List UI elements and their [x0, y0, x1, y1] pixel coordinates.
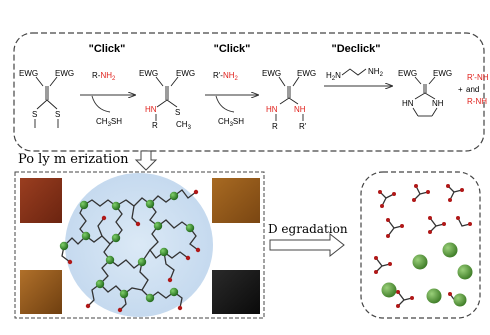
byproduct1-ch: CH [96, 117, 108, 126]
released-amines: R'-NH + and R-NH [458, 73, 489, 106]
molecule-1: EWG EWG S S [19, 69, 74, 128]
molecule-3: EWG EWG HN NH R R' [262, 69, 316, 131]
svg-text:NH: NH [432, 99, 444, 108]
svg-text:NH2: NH2 [368, 67, 384, 78]
right-arrow-icon [269, 232, 345, 258]
mol1-s-left: S [32, 110, 37, 119]
sample-swatch-amber [212, 178, 260, 223]
degraded-panel [360, 171, 481, 319]
click-arrow-1: R-NH2 CH3SH [80, 71, 135, 128]
declick-arrow: H2N NH2 [324, 67, 392, 86]
reagent2-amine: NH [223, 71, 235, 80]
svg-text:NH: NH [294, 105, 306, 114]
and-label: and [466, 85, 479, 94]
mol1-ewg-right: EWG [55, 69, 74, 78]
scheme-border [13, 32, 485, 152]
svg-text:EWG: EWG [139, 69, 158, 78]
byproduct1-sub: 3 [108, 122, 112, 128]
released-crosslinker-beads [381, 242, 473, 307]
svg-text:EWG: EWG [433, 69, 452, 78]
svg-text:HN: HN [266, 105, 278, 114]
reagent1-prefix: R- [92, 71, 101, 80]
mol2-r: R [152, 121, 158, 130]
molecule-4: EWG EWG HN NH [398, 69, 452, 117]
product-r-prime-amine: R'-NH [467, 73, 489, 82]
svg-text:R: R [272, 122, 278, 131]
product-r-amine: R-NH [467, 97, 487, 106]
polymer-chain-ends [67, 189, 201, 313]
svg-text:R-NH2: R-NH2 [92, 71, 116, 82]
svg-text:HN: HN [402, 99, 414, 108]
plus-sign: + [458, 85, 463, 94]
sample-swatch-black [212, 270, 260, 314]
reagent2-prefix: R'- [213, 71, 223, 80]
degraded-fragment-ends [374, 184, 472, 308]
byproduct1-sh: SH [111, 117, 122, 126]
svg-text:CH3SH: CH3SH [218, 117, 244, 128]
reagent1-sub: 2 [112, 76, 116, 82]
sample-swatch-red [20, 178, 62, 223]
declick-title: "Declick" [332, 43, 381, 55]
polymerization-label: Po ly m erization [18, 152, 129, 167]
svg-text:CH3SH: CH3SH [96, 117, 122, 128]
click2-title: "Click" [214, 43, 251, 55]
degradation-label: D egradation [268, 222, 348, 236]
svg-text:EWG: EWG [297, 69, 316, 78]
click1-title: "Click" [89, 43, 126, 55]
crosslink-nodes [59, 191, 195, 303]
svg-text:H2N: H2N [326, 71, 341, 82]
click-arrow-2: R'-NH2 CH3SH [205, 71, 258, 128]
svg-text:EWG: EWG [262, 69, 281, 78]
mol2-hn: HN [145, 105, 157, 114]
down-arrow-icon [134, 150, 158, 171]
svg-text:S: S [175, 108, 180, 117]
reagent1-amine: NH [100, 71, 112, 80]
mol1-ewg-left: EWG [19, 69, 38, 78]
svg-text:EWG: EWG [398, 69, 417, 78]
svg-text:R'-NH2: R'-NH2 [213, 71, 239, 82]
svg-text:R': R' [299, 122, 307, 131]
sample-swatch-brown [20, 270, 62, 314]
molecule-2: EWG EWG HN S R CH3 [139, 69, 195, 131]
svg-text:CH3: CH3 [176, 120, 192, 131]
svg-text:EWG: EWG [176, 69, 195, 78]
mol1-s-right: S [55, 110, 60, 119]
